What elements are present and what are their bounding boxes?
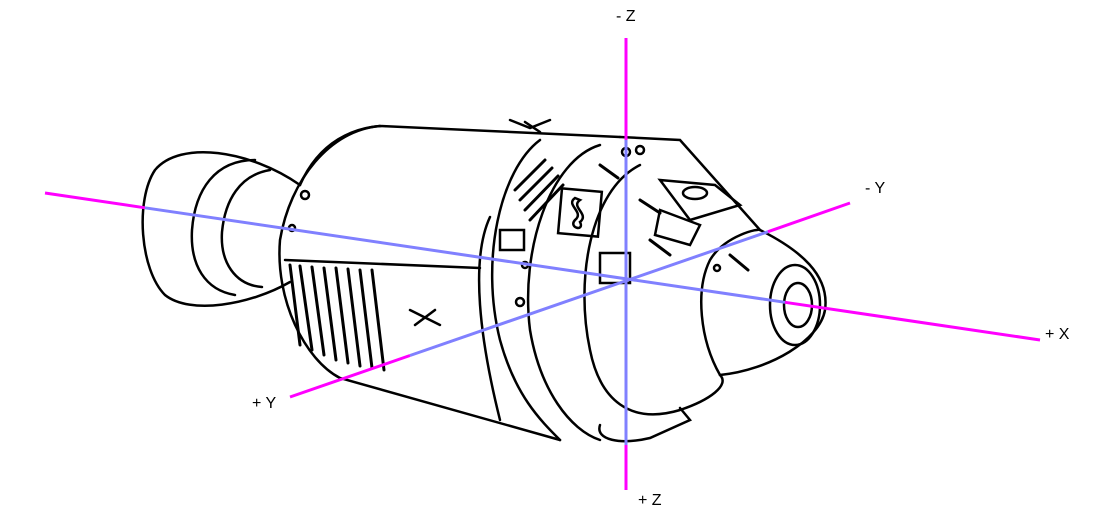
engine-bell bbox=[141, 151, 302, 307]
plus-x-label: + X bbox=[1045, 326, 1070, 343]
minus-y-label: - Y bbox=[865, 180, 886, 197]
y-axis-inside bbox=[409, 230, 769, 357]
x-axis-inside bbox=[144, 206, 786, 304]
plus-y-label: + Y bbox=[252, 395, 277, 412]
y-axis-positive-outside bbox=[289, 354, 411, 399]
x-axis-outside-right bbox=[784, 300, 1041, 342]
spacecraft-outline bbox=[141, 118, 827, 443]
plus-z-label: + Z bbox=[638, 492, 662, 509]
x-axis-outside-left bbox=[44, 191, 146, 210]
rcs-lines bbox=[513, 158, 565, 222]
y-axis-negative-outside bbox=[767, 201, 851, 234]
cm-handles bbox=[598, 163, 750, 272]
command-module bbox=[618, 135, 827, 377]
axes bbox=[44, 38, 1041, 490]
minus-z-label: - Z bbox=[616, 8, 636, 25]
radiator-panels bbox=[288, 263, 386, 372]
